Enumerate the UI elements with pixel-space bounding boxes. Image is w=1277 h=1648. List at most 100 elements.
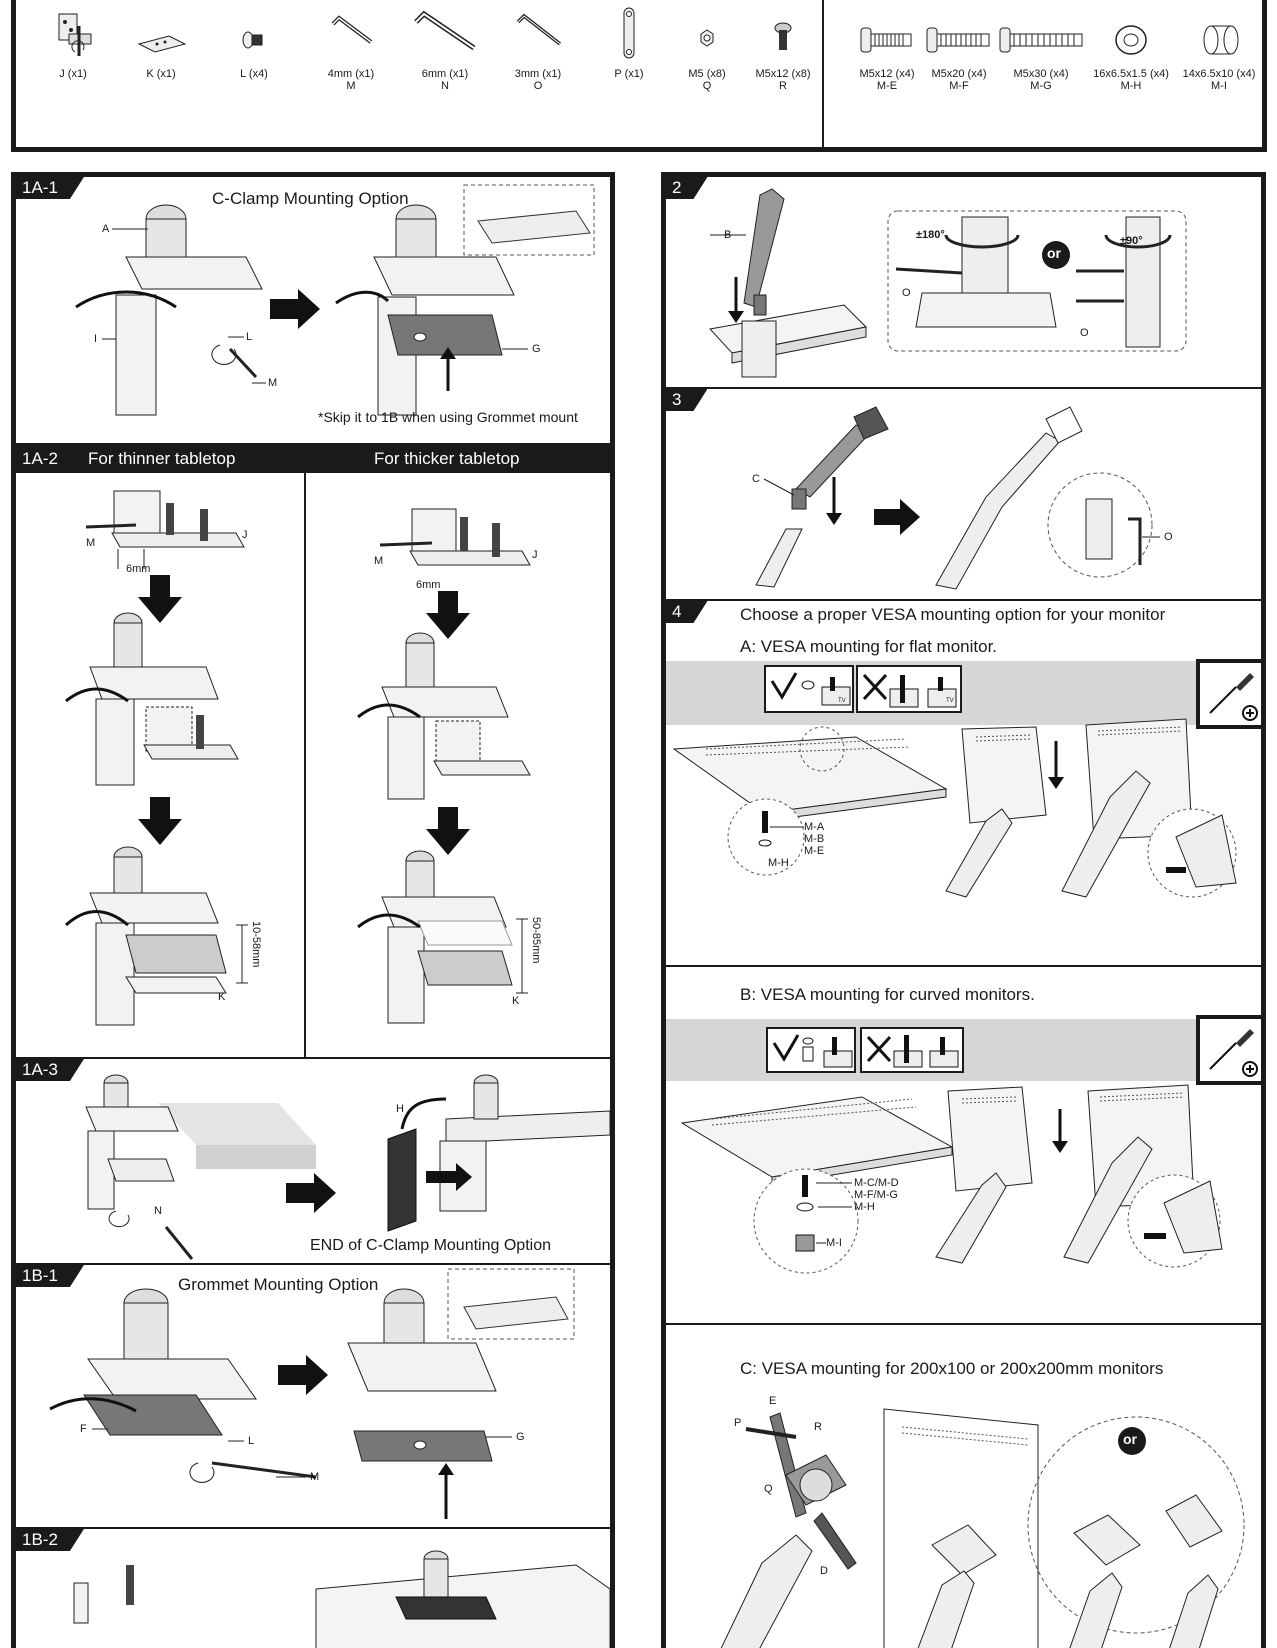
correct-screw-example bbox=[766, 1027, 856, 1073]
callout-e: E bbox=[769, 1395, 777, 1407]
callout-c: C bbox=[752, 473, 760, 485]
check-icon bbox=[770, 672, 851, 706]
callout-q: Q bbox=[764, 1483, 773, 1495]
size-label-6mm: 6mm bbox=[416, 579, 441, 591]
hex-key-3mm-icon bbox=[516, 13, 562, 46]
step-3: 3 C O bbox=[666, 389, 1261, 601]
callout-k: K bbox=[512, 995, 520, 1007]
callout-j: J bbox=[532, 549, 538, 561]
washer-m-h: 16x6.5x1.5 (x4) M-H bbox=[1086, 4, 1176, 92]
screwdriver-tool-box bbox=[1196, 1015, 1261, 1085]
screw-m-g: M5x30 (x4) M-G bbox=[996, 4, 1086, 92]
callout-p: P bbox=[734, 1417, 742, 1429]
cross-icon bbox=[862, 673, 957, 708]
step-2: 2 B ±180° ±90° or O O bbox=[666, 177, 1261, 389]
correct-screw-example: TV bbox=[764, 665, 854, 713]
spacer-m-i: 14x6.5x10 (x4) M-I bbox=[1174, 4, 1264, 92]
callout-n: N bbox=[154, 1205, 162, 1217]
spacer-icon bbox=[1203, 25, 1239, 55]
screw-short-icon bbox=[860, 27, 912, 53]
range-label-50-85mm: 50-85mm bbox=[530, 917, 542, 964]
step-1a-2: 1A-2 For thinner tabletop For thicker ta… bbox=[16, 445, 610, 1059]
range-label-10-58mm: 10-58mm bbox=[250, 921, 262, 968]
callout-l: L bbox=[246, 331, 253, 343]
callout-o: O bbox=[902, 287, 911, 299]
tabletop-clamp-illustration bbox=[85, 1074, 610, 1260]
step-number: 1A-1 bbox=[16, 177, 84, 199]
part-code: M-E bbox=[876, 80, 898, 92]
step-number: 1B-1 bbox=[16, 1265, 84, 1287]
part-label: 3mm (x1) bbox=[514, 68, 562, 80]
flat-monitor-vesa-illustration bbox=[672, 718, 1237, 898]
bolt-icon bbox=[242, 31, 263, 49]
part-o: 3mm (x1) O bbox=[493, 4, 583, 92]
screw-label-m-c-m-d: M-C/M-D bbox=[854, 1177, 899, 1189]
part-j: J (x1) bbox=[28, 4, 118, 80]
part-code: M bbox=[346, 80, 356, 92]
option-c-title: C: VESA mounting for 200x100 or 200x200m… bbox=[740, 1359, 1164, 1378]
cross-icon bbox=[866, 1035, 959, 1068]
step-4b-curved-monitor: B: VESA mounting for curved monitors. bbox=[666, 967, 1261, 1325]
washer-label-m-h: M-H bbox=[768, 857, 789, 869]
callout-j: J bbox=[242, 529, 248, 541]
arm-base-rotation-illustration bbox=[709, 188, 1187, 378]
callout-o: O bbox=[1164, 531, 1173, 543]
callout-l: L bbox=[248, 1435, 255, 1447]
part-label: M5x12 (x8) bbox=[755, 68, 811, 80]
part-r: M5x12 (x8) R bbox=[738, 4, 828, 92]
screw-long-icon bbox=[999, 27, 1083, 53]
step-header-bar: 1A-2 For thinner tabletop For thicker ta… bbox=[16, 445, 610, 473]
part-label: P (x1) bbox=[614, 68, 644, 80]
callout-m: M bbox=[374, 555, 384, 567]
plate-icon bbox=[137, 35, 187, 53]
callout-i: I bbox=[94, 333, 98, 345]
hardware-parts-group bbox=[16, 0, 824, 147]
part-code: Q bbox=[702, 80, 712, 92]
curved-monitor-vesa-illustration bbox=[680, 1084, 1223, 1274]
step-number: 1A-3 bbox=[16, 1059, 84, 1081]
left-column-steps: 1A-1 C-Clamp Mounting Option bbox=[11, 172, 615, 1648]
step-title: Choose a proper VESA mounting option for… bbox=[740, 605, 1166, 624]
screw-m-e: M5x12 (x4) M-E bbox=[842, 4, 932, 92]
step-1a-1: 1A-1 C-Clamp Mounting Option bbox=[16, 177, 610, 445]
column-divider bbox=[304, 445, 306, 1057]
hex-key-6mm-icon bbox=[414, 10, 476, 51]
screwdriver-icon bbox=[1209, 1029, 1258, 1077]
part-code: N bbox=[441, 80, 449, 92]
step-1b-2: 1B-2 bbox=[16, 1529, 610, 1648]
parts-strip: J (x1) K (x1) L (x4) 4mm (x1) M 6mm (x1)… bbox=[11, 0, 1267, 152]
part-label: K (x1) bbox=[146, 68, 176, 80]
c-clamp-assembly-illustration bbox=[75, 184, 595, 416]
part-label: 16x6.5x1.5 (x4) bbox=[1093, 68, 1169, 80]
step-4c-adapter: C: VESA mounting for 200x100 or 200x200m… bbox=[666, 1325, 1261, 1648]
callout-r: R bbox=[814, 1421, 822, 1433]
callout-d: D bbox=[820, 1565, 828, 1577]
incorrect-screw-example bbox=[860, 1027, 964, 1073]
grommet-assembly-illustration bbox=[49, 1268, 575, 1519]
part-label: M5x30 (x4) bbox=[1013, 68, 1069, 80]
callout-b: B bbox=[724, 229, 732, 241]
thinner-tabletop-title: For thinner tabletop bbox=[88, 449, 236, 468]
step-title: C-Clamp Mounting Option bbox=[212, 189, 409, 208]
rotation-180-label: ±180° bbox=[916, 229, 945, 241]
callout-k: K bbox=[218, 991, 226, 1003]
incorrect-screw-example: TV bbox=[856, 665, 962, 713]
or-badge: or bbox=[1123, 1431, 1137, 1447]
tv-label: TV bbox=[946, 698, 954, 704]
part-label: J (x1) bbox=[59, 68, 87, 80]
part-label: M5x20 (x4) bbox=[931, 68, 987, 80]
option-b-title: B: VESA mounting for curved monitors. bbox=[740, 985, 1035, 1004]
callout-m: M bbox=[86, 537, 96, 549]
step-title: Grommet Mounting Option bbox=[178, 1275, 379, 1294]
check-icon bbox=[772, 1034, 853, 1068]
screw-label-m-b: M-B bbox=[804, 833, 825, 845]
part-code: O bbox=[533, 80, 543, 92]
part-code: M-F bbox=[949, 80, 969, 92]
part-q: M5 (x8) Q bbox=[662, 4, 752, 92]
arm-attach-illustration bbox=[755, 406, 1160, 590]
tabletop-thickness-illustration bbox=[64, 490, 531, 1026]
screwdriver-tool-box bbox=[1196, 659, 1261, 729]
part-label: 4mm (x1) bbox=[327, 68, 375, 80]
callout-f: F bbox=[80, 1423, 87, 1435]
step-1a-3: 1A-3 H N END of C-Clamp Mounting Option bbox=[16, 1059, 610, 1265]
